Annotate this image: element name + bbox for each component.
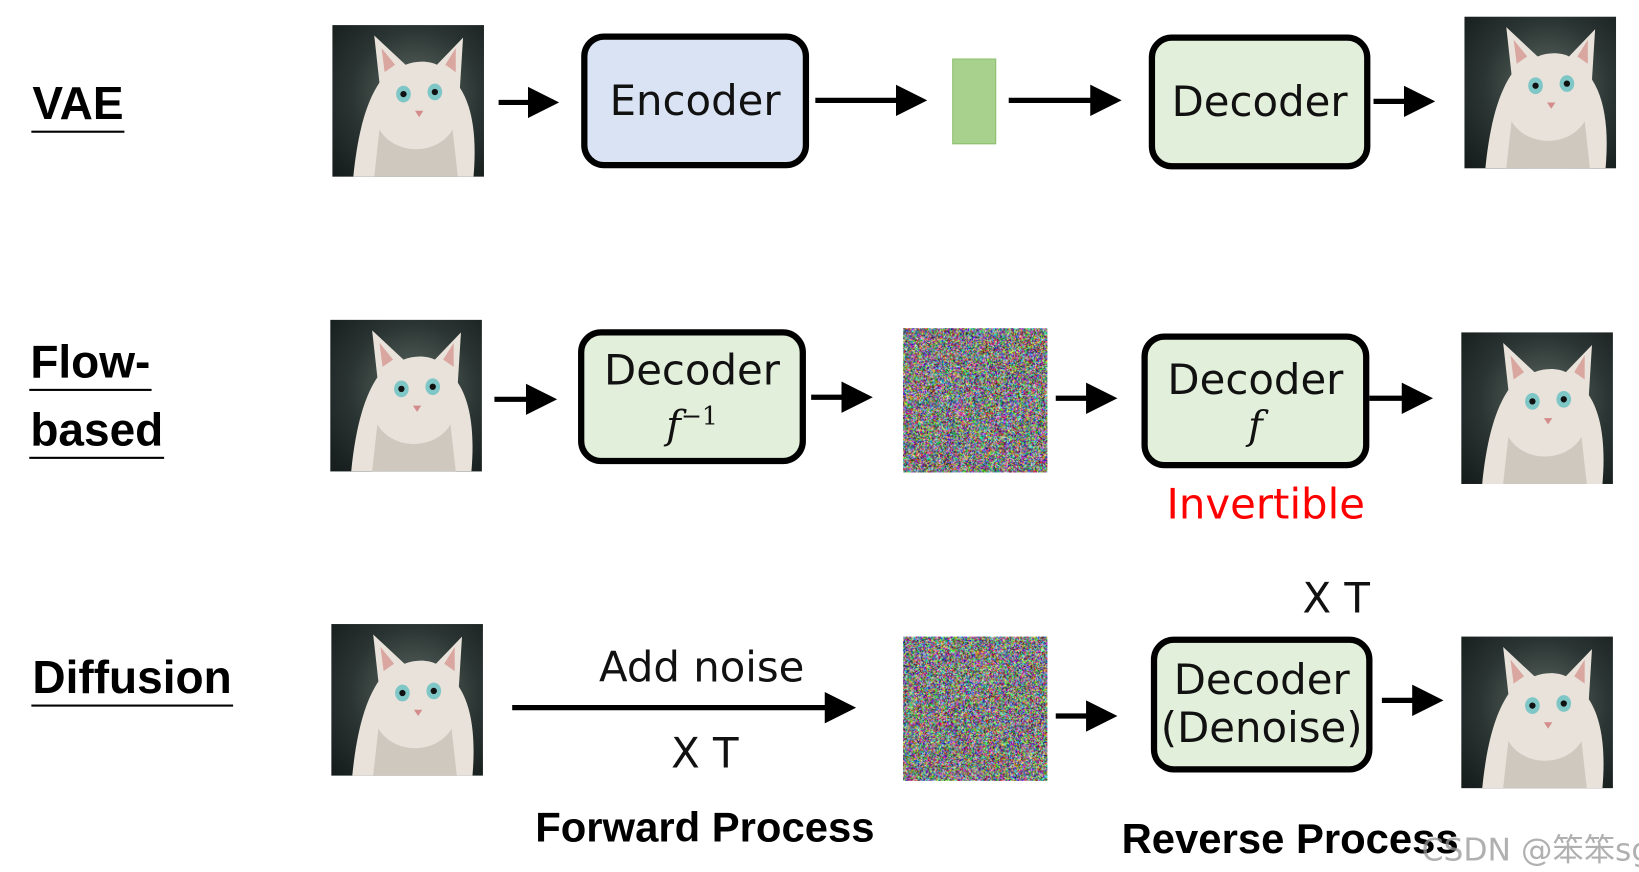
reverse-process-caption: Reverse Process (1122, 816, 1459, 863)
invertible-note: Invertible (1167, 481, 1365, 529)
flow-inverse-function: f−1 (666, 395, 718, 446)
denoise-label: (Denoise) (1161, 705, 1363, 753)
label-flow-line2: based (29, 405, 164, 459)
flow-function: f (1248, 404, 1263, 446)
cat-image-diffusion-input (331, 624, 483, 776)
flow-inverse-decoder-box: Decoder f−1 (578, 329, 806, 464)
flow-decoder-label: Decoder (1167, 356, 1343, 404)
cat-image-vae-output (1464, 17, 1616, 169)
latent-vector (952, 59, 996, 145)
reverse-times-label: X T (1302, 575, 1369, 623)
denoise-decoder-box: Decoder (Denoise) (1151, 637, 1373, 773)
encoder-label: Encoder (610, 77, 781, 125)
cat-image-vae-input (332, 25, 484, 177)
forward-times-label: X T (671, 730, 738, 778)
math-f: f (666, 402, 681, 448)
vae-decoder-label: Decoder (1172, 78, 1348, 126)
noise-image-flow (903, 328, 1047, 472)
label-vae: VAE (31, 78, 124, 132)
cat-image-flow-input (330, 320, 482, 472)
label-flow-line1: Flow- (29, 337, 151, 391)
add-noise-label: Add noise (599, 644, 804, 692)
forward-process-caption: Forward Process (535, 805, 874, 852)
cat-image-diffusion-output (1461, 637, 1613, 789)
vae-decoder-box: Decoder (1149, 34, 1371, 169)
cat-image-flow-output (1461, 332, 1613, 484)
noise-image-diffusion (903, 637, 1047, 781)
encoder-box: Encoder (581, 33, 809, 168)
label-diffusion: Diffusion (31, 652, 232, 706)
flow-inverse-decoder-label: Decoder (604, 347, 780, 395)
math-inverse-exponent: −1 (681, 402, 718, 431)
watermark: CSDN @笨笨sg (1422, 824, 1639, 870)
denoise-decoder-label: Decoder (1174, 656, 1350, 704)
flow-decoder-box: Decoder f (1141, 333, 1369, 468)
